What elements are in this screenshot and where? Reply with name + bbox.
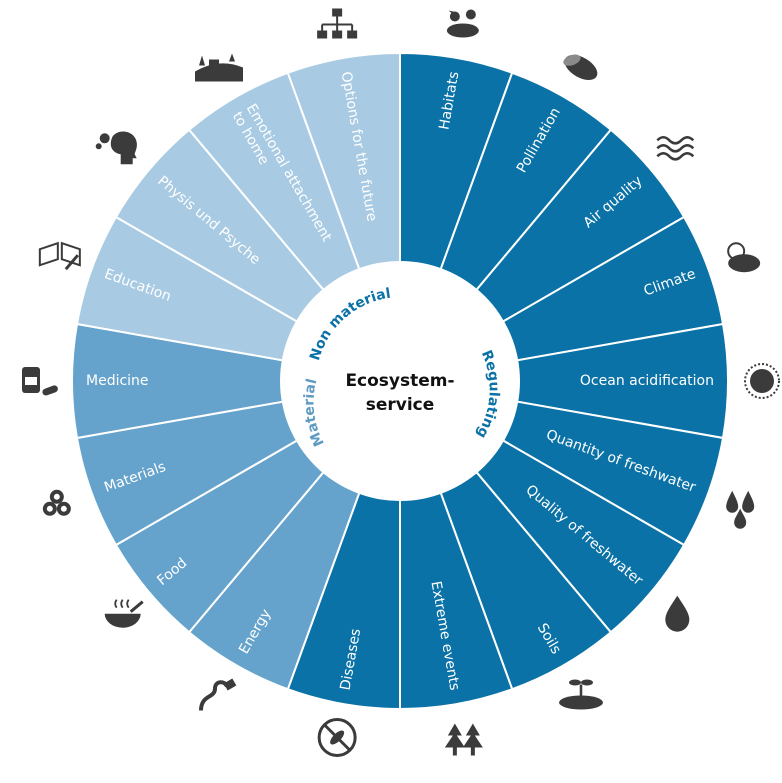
forest-fire-icon [444, 723, 483, 756]
power-plug-icon [199, 678, 237, 711]
center-title-line1: Ecosystem- [345, 371, 454, 391]
wood-logs-icon [42, 489, 71, 516]
plankton-icon [744, 363, 780, 399]
soil-sprout-icon [559, 679, 603, 710]
bee-icon [563, 54, 598, 80]
service-segments [71, 51, 729, 711]
center-title-line2: service [366, 395, 435, 415]
thinking-head-icon [95, 131, 137, 165]
center-hub [280, 261, 520, 501]
medicine-icon [22, 367, 58, 396]
farm-landscape-icon [195, 53, 243, 82]
water-drop-icon [665, 595, 690, 632]
service-icons [22, 8, 780, 758]
air-waves-icon [656, 136, 695, 161]
no-mosquito-icon [317, 718, 357, 758]
water-drops-icon [726, 490, 755, 529]
service-label-ocean-acidification: Ocean acidification [580, 373, 714, 389]
book-icon [38, 241, 81, 271]
hierarchy-icon [317, 8, 358, 39]
sun-cloud-icon [727, 242, 761, 273]
food-bowl-icon [104, 599, 144, 628]
birds-nest-icon [446, 9, 479, 38]
service-label-medicine: Medicine [86, 373, 149, 389]
